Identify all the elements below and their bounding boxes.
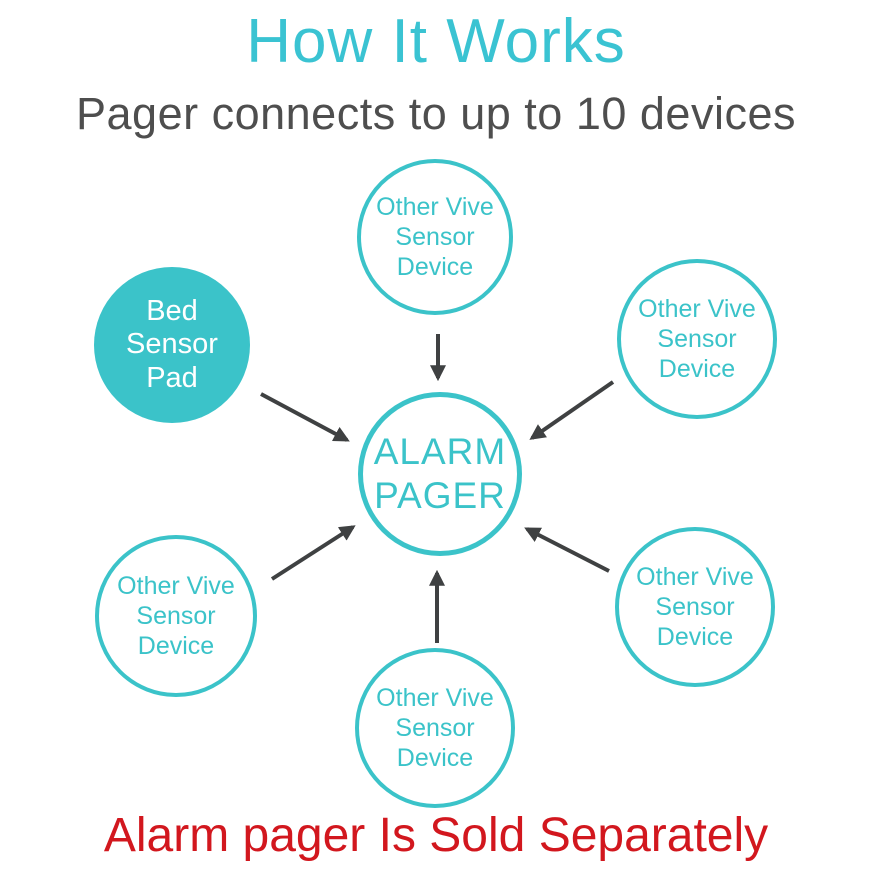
arrow-top-right-device-to-pager bbox=[529, 380, 615, 440]
node-label: ALARM PAGER bbox=[373, 430, 507, 516]
node-other-vive-sensor-bottom-left: Other Vive Sensor Device bbox=[95, 535, 257, 697]
node-label: Other Vive Sensor Device bbox=[376, 193, 494, 281]
arrow-bed-sensor-to-pager bbox=[260, 392, 350, 442]
subtitle: Pager connects to up to 10 devices bbox=[76, 88, 796, 139]
node-other-vive-sensor-top: Other Vive Sensor Device bbox=[357, 159, 513, 315]
node-label: Other Vive Sensor Device bbox=[376, 684, 494, 772]
page-title: How It Works bbox=[246, 7, 626, 76]
node-label: Other Vive Sensor Device bbox=[638, 295, 756, 383]
node-other-vive-sensor-bottom-right: Other Vive Sensor Device bbox=[615, 527, 775, 687]
node-bed-sensor-pad: Bed Sensor Pad bbox=[94, 267, 250, 423]
arrow-bottom-right-device-to-pager bbox=[524, 527, 610, 573]
arrow-bottom-left-device-to-pager bbox=[270, 525, 356, 581]
node-label: Other Vive Sensor Device bbox=[117, 572, 235, 660]
node-other-vive-sensor-bottom: Other Vive Sensor Device bbox=[355, 648, 515, 808]
node-alarm-pager: ALARM PAGER bbox=[358, 392, 522, 556]
node-label: Other Vive Sensor Device bbox=[636, 563, 754, 651]
node-label: Bed Sensor Pad bbox=[126, 294, 218, 394]
footer-note: Alarm pager Is Sold Separately bbox=[103, 809, 769, 862]
node-other-vive-sensor-top-right: Other Vive Sensor Device bbox=[617, 259, 777, 419]
